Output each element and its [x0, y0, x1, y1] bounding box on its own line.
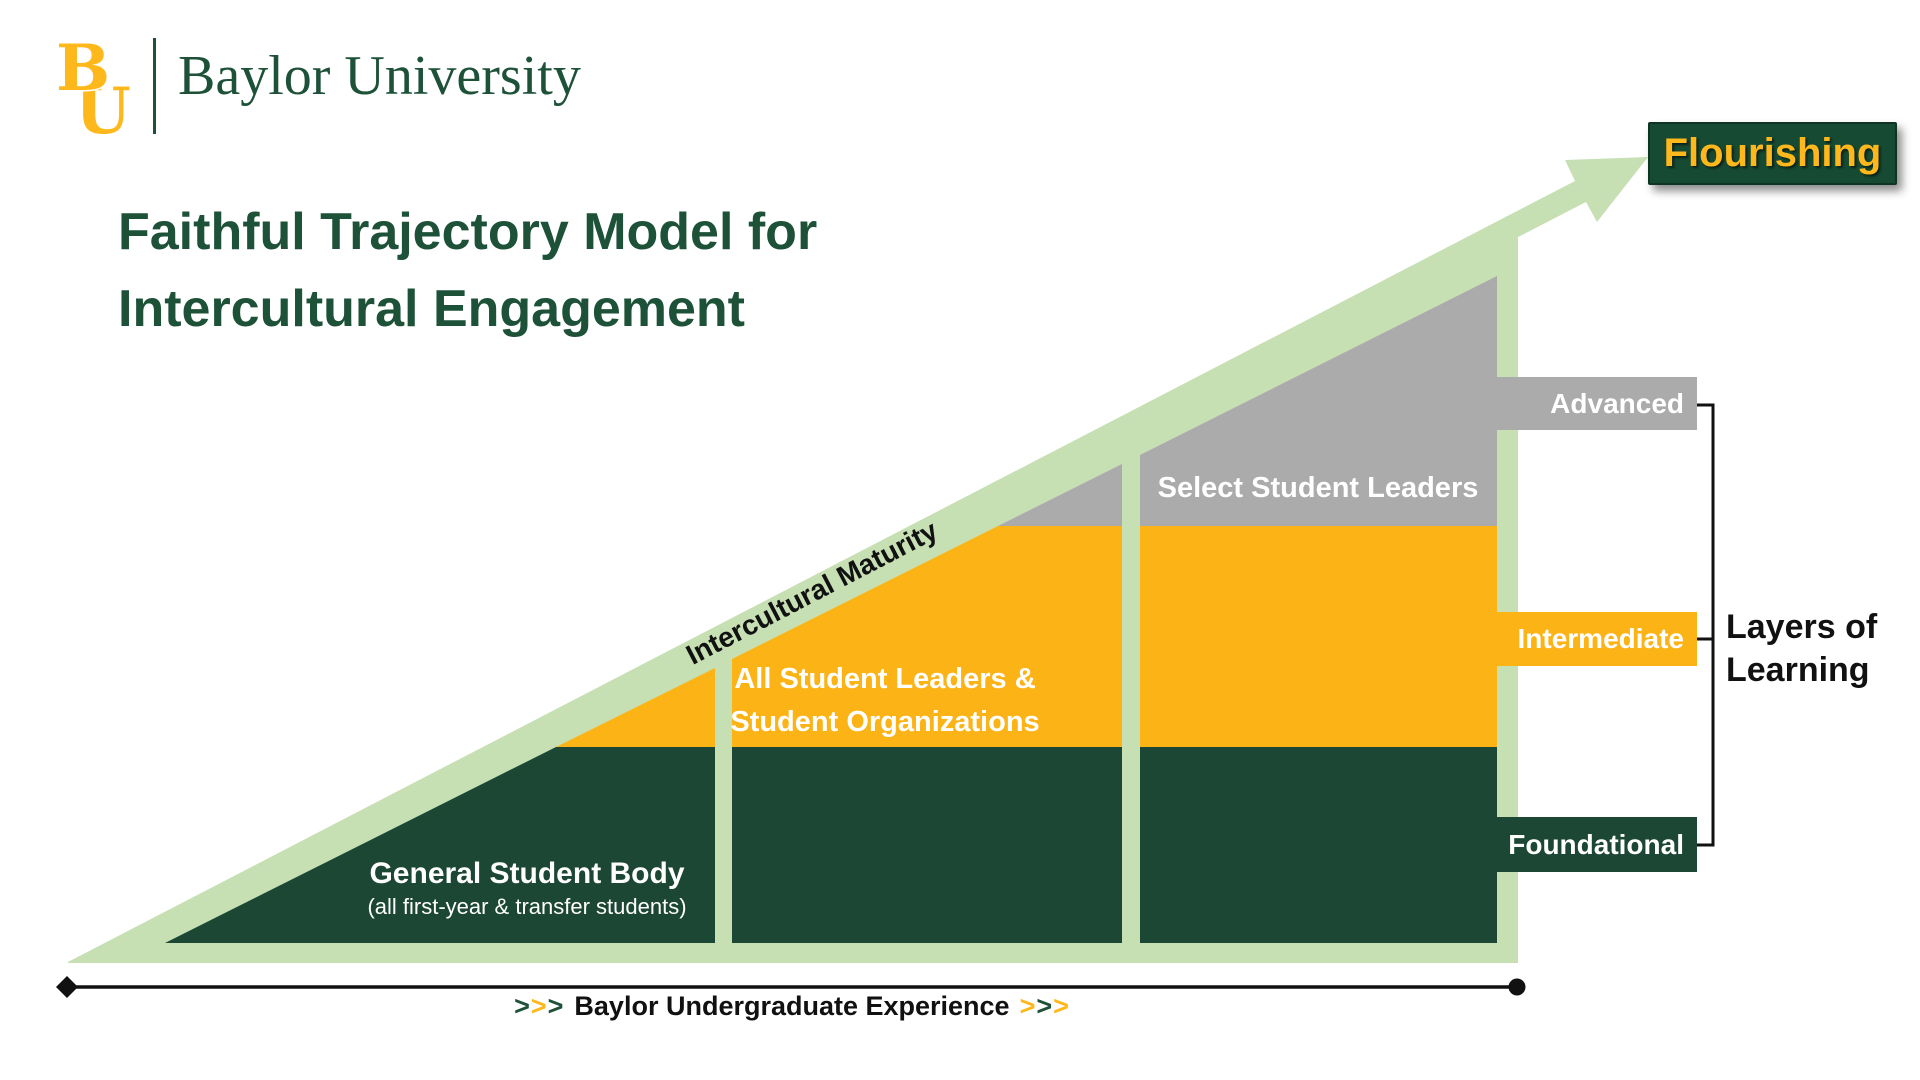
section-select-student-leaders: Select Student Leaders [1068, 467, 1568, 509]
section2-foundational-area [732, 747, 1122, 943]
section1-intermediate-sliver [556, 668, 715, 747]
baylor-logo: U B [55, 33, 137, 139]
leading-chevrons-icon: >>> [514, 991, 565, 1021]
layers-title-line2: Learning [1726, 651, 1870, 689]
trailing-chevrons-icon: >>> [1019, 991, 1070, 1021]
section2-intermediate-area [732, 526, 1122, 747]
logo-wordmark: Baylor University [178, 45, 581, 107]
x-axis-label: Baylor Undergraduate Experience [574, 991, 1010, 1021]
logo-divider [153, 38, 156, 134]
section3-line1: Select Student Leaders [1157, 472, 1479, 504]
x-axis-caption: >>> Baylor Undergraduate Experience >>> [392, 991, 1192, 1022]
layers-of-learning-title: Layers of Learning [1726, 606, 1877, 692]
layers-title-line1: Layers of [1726, 608, 1878, 646]
flourishing-box: Flourishing [1648, 122, 1897, 185]
monogram-b: B [56, 33, 110, 106]
layer-label-advanced: Advanced [1495, 377, 1697, 430]
layer-label-foundational: Foundational [1495, 817, 1697, 872]
section3-advanced-area [1140, 276, 1497, 526]
section2-advanced-sliver [998, 464, 1122, 526]
section3-intermediate-area [1140, 526, 1497, 747]
section1-subtitle: (all first-year & transfer students) [367, 894, 687, 919]
section2-line1: All Student Leaders & [734, 663, 1036, 695]
flourishing-label: Flourishing [1663, 131, 1882, 175]
section2-line2: Student Organizations [730, 706, 1040, 738]
growth-arrow-icon [68, 157, 1648, 963]
diamond-marker-icon [56, 976, 78, 998]
section3-foundational-area [1140, 747, 1497, 943]
bu-monogram-icon: U B [55, 33, 132, 139]
section1-title: General Student Body [369, 857, 685, 890]
title-line1: Faithful Trajectory Model for [118, 203, 818, 261]
section1-foundational-area [165, 747, 715, 943]
dot-marker-icon [1508, 978, 1526, 996]
section-general-student-body: General Student Body (all first-year & t… [277, 856, 777, 922]
title-line2: Intercultural Engagement [118, 280, 745, 338]
monogram-u: U [75, 74, 131, 139]
layers-bracket [1697, 403, 1715, 847]
page-title: Faithful Trajectory Model for Intercultu… [118, 194, 817, 348]
section-all-student-leaders: All Student Leaders & Student Organizati… [635, 658, 1135, 744]
layer-label-intermediate: Intermediate [1495, 612, 1697, 666]
